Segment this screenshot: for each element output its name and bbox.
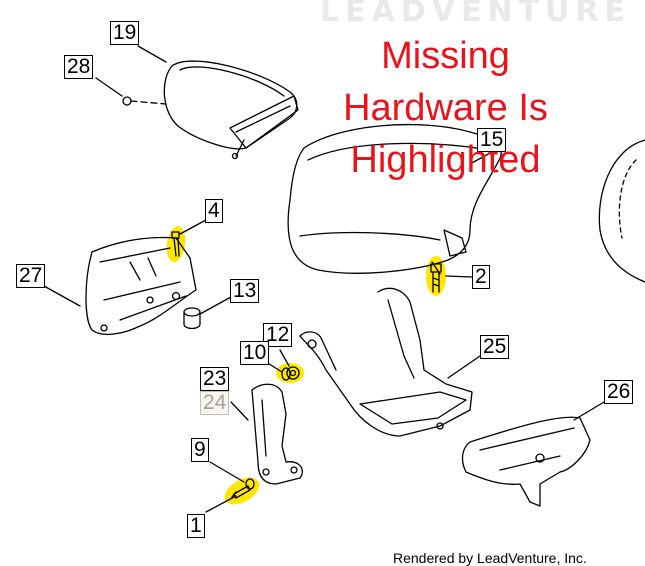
notice-line-2: Hardware Is (343, 87, 548, 129)
highlight-part-1 (224, 477, 260, 505)
part-27-seat-bracket (85, 236, 197, 336)
callout-12[interactable]: 12 (263, 323, 293, 347)
callout-24[interactable]: 24 (200, 391, 230, 415)
callout-13[interactable]: 13 (230, 279, 260, 303)
part-28-grommet (122, 96, 167, 106)
callout-26[interactable]: 26 (604, 380, 634, 404)
notice-line-3: Highlighted (350, 139, 541, 181)
part-4-screw (171, 231, 180, 257)
highlight-part-4 (166, 226, 186, 262)
callout-10[interactable]: 10 (240, 341, 270, 365)
part-19-passenger-pad (163, 60, 299, 160)
callout-27[interactable]: 27 (16, 264, 46, 288)
missing-hardware-notice: Missing Hardware Is Highlighted (318, 30, 573, 186)
leader-lines (43, 45, 605, 513)
callout-28[interactable]: 28 (64, 55, 94, 79)
part-2-seat-bolt (430, 263, 442, 293)
callout-2[interactable]: 2 (472, 265, 490, 289)
part-25-backrest-frame (299, 287, 473, 437)
callout-15[interactable]: 15 (477, 128, 507, 152)
part-frame-edge (598, 139, 645, 283)
part-23-backrest-upright (251, 383, 303, 485)
part-10-spacer (281, 367, 291, 381)
callout-25[interactable]: 25 (480, 335, 510, 359)
render-credit: Rendered by LeadVenture, Inc. (393, 550, 587, 566)
part-12-washer (286, 366, 300, 380)
part-13-bumper (183, 307, 201, 330)
callout-1[interactable]: 1 (187, 514, 205, 538)
part-26-cover (461, 416, 591, 507)
callout-23[interactable]: 23 (200, 367, 230, 391)
part-15-seat (287, 123, 502, 275)
notice-line-1: Missing (381, 35, 510, 77)
watermark: LEADVENTURE (320, 0, 631, 29)
callout-19[interactable]: 19 (110, 21, 140, 45)
callout-4[interactable]: 4 (205, 199, 223, 223)
callout-9[interactable]: 9 (191, 438, 209, 462)
